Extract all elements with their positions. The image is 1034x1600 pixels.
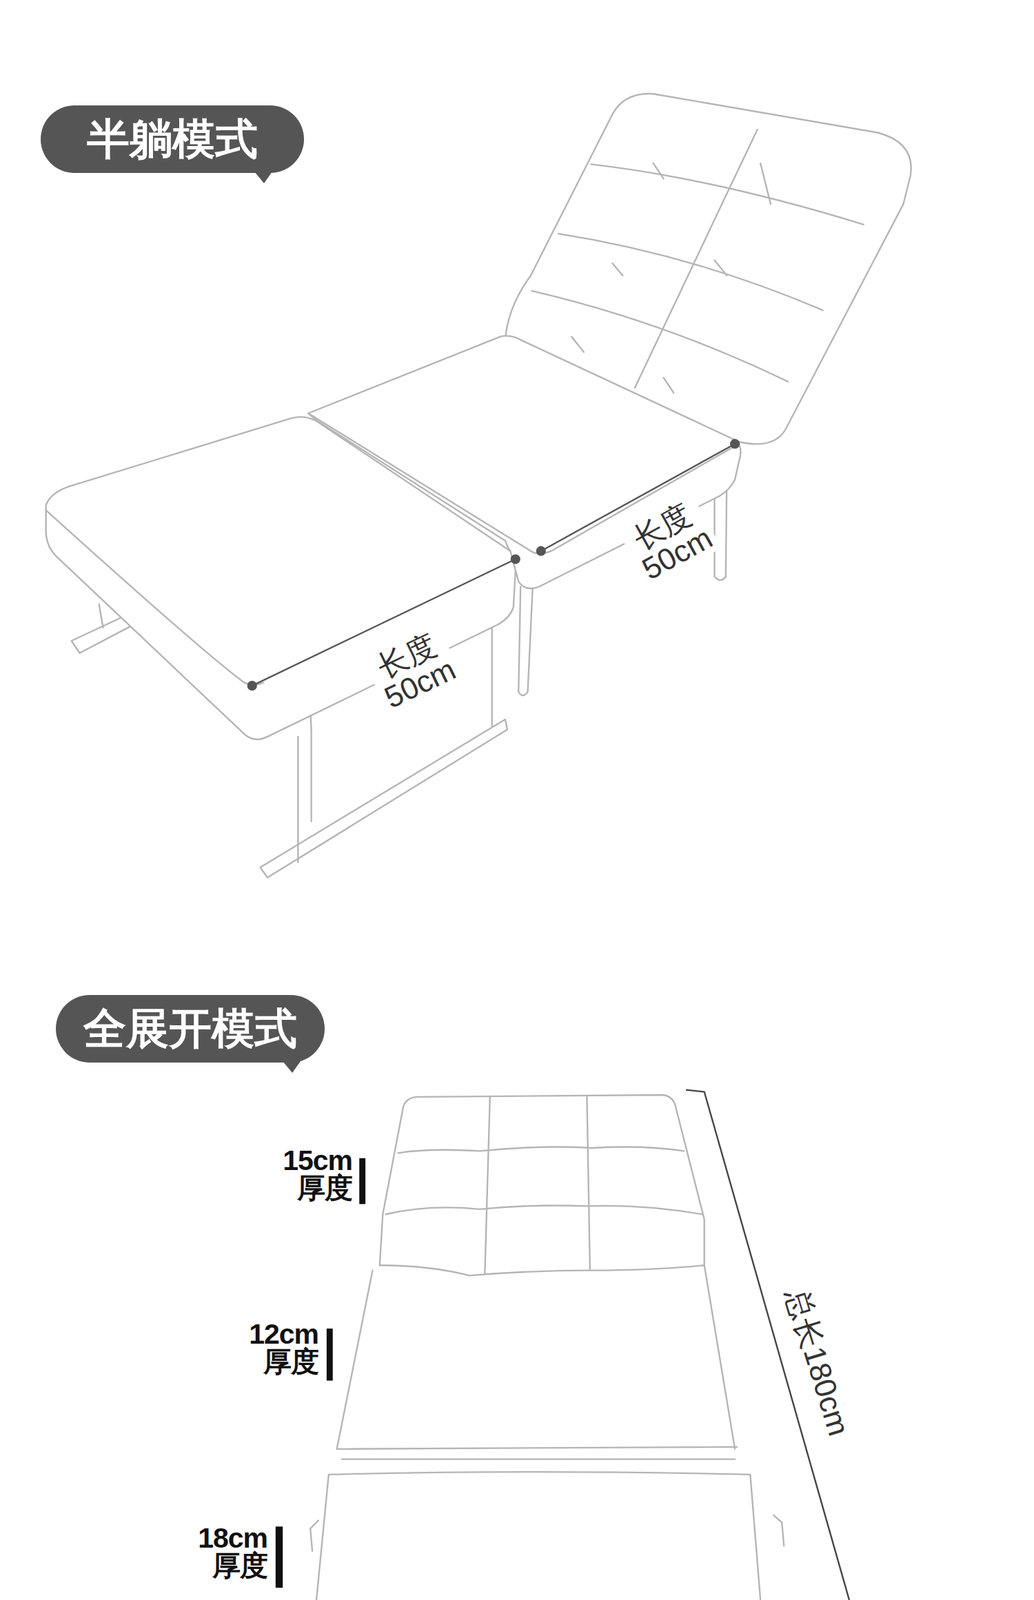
thickness-dimension: 15cm 厚度 bbox=[281, 1147, 354, 1203]
total-length-dimension: 总长180cm bbox=[778, 1281, 857, 1445]
thickness-dimension: 12cm 厚度 bbox=[247, 1320, 320, 1376]
badge-tail bbox=[254, 171, 273, 184]
mode-badge: 半躺模式 bbox=[40, 105, 304, 174]
badge-text: 半躺模式 bbox=[86, 113, 258, 165]
mode-badge: 全展开模式 bbox=[55, 995, 325, 1063]
badge-text: 全展开模式 bbox=[83, 1003, 298, 1055]
badge-tail bbox=[282, 1061, 301, 1074]
thickness-dimension: 18cm 厚度 bbox=[196, 1524, 269, 1580]
